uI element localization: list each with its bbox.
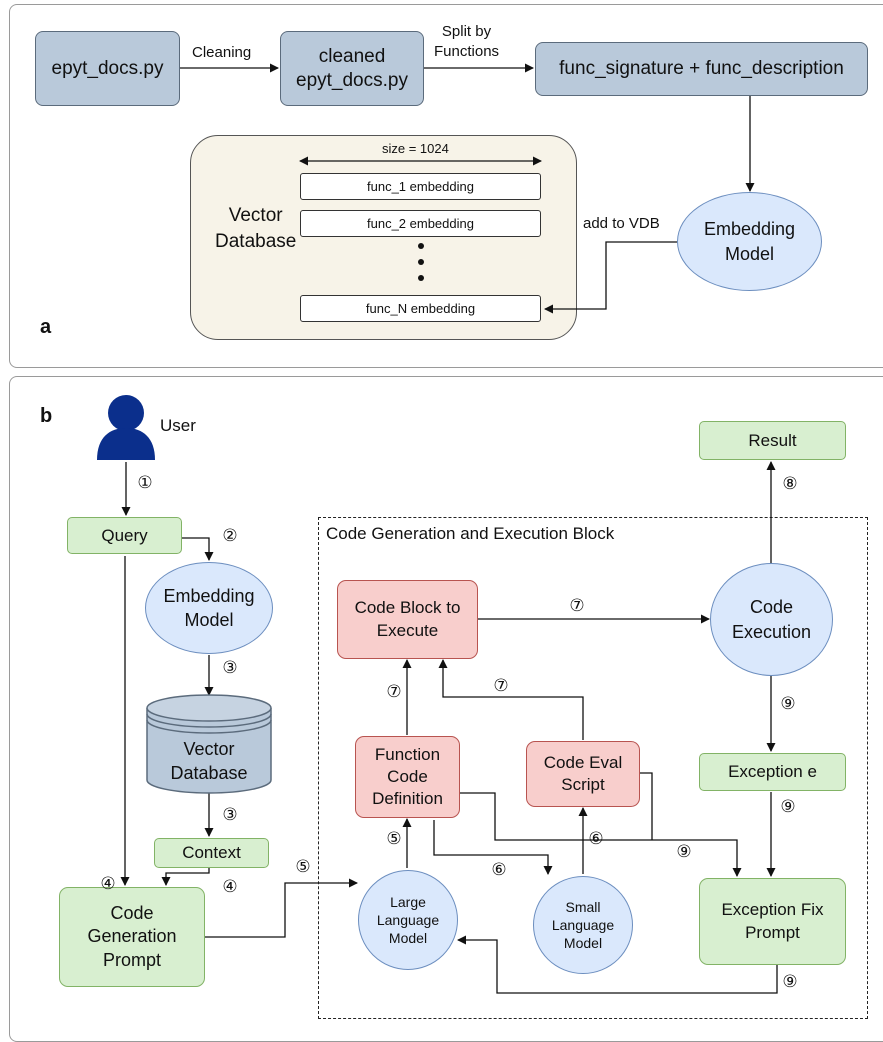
code-block-to-execute-box: Code Block to Execute xyxy=(337,580,478,659)
code-eval-script-label: Code Eval Script xyxy=(543,752,623,794)
split-by-functions-label: Split by Functions xyxy=(434,23,500,60)
panel-b-letter: b xyxy=(40,405,53,427)
step-6: ⑥ xyxy=(588,829,604,848)
arrow-fix-llm xyxy=(457,935,778,994)
code-eval-script-box: Code Eval Script xyxy=(526,741,640,807)
query-label: Query xyxy=(101,525,148,545)
user-icon xyxy=(97,395,155,460)
func-1-embedding: func_1 embedding xyxy=(300,173,541,200)
small-language-model: Small Language Model xyxy=(533,876,633,974)
panel-a-letter: a xyxy=(40,316,52,338)
code-block-to-execute-label: Code Block to Execute xyxy=(354,598,461,640)
embedding-model-a: Embedding Model xyxy=(677,192,822,291)
step-3: ③ xyxy=(222,805,238,824)
result-label: Result xyxy=(748,430,797,450)
large-language-model: Large Language Model xyxy=(358,870,458,970)
vector-database-label: Vector Database xyxy=(215,205,297,252)
step-9: ⑨ xyxy=(780,694,796,713)
add-to-vdb-label: add to VDB xyxy=(583,215,660,232)
exception-fix-prompt-label: Exception Fix Prompt xyxy=(721,900,824,942)
query-box: Query xyxy=(67,517,182,554)
function-code-definition-label: Function Code Definition xyxy=(372,744,443,809)
step-1: ① xyxy=(137,473,153,492)
step-9: ⑨ xyxy=(676,842,692,861)
arrow-funcdef-slm xyxy=(433,820,553,875)
code-generation-prompt-label: Code Generation Prompt xyxy=(87,902,177,970)
arrow-eval-codeblock xyxy=(438,659,584,740)
context-box: Context xyxy=(154,838,269,868)
code-generation-execution-block xyxy=(318,517,868,1019)
step-5: ⑤ xyxy=(295,857,311,876)
cleaned-epyt-docs-box: cleaned epyt_docs.py xyxy=(280,31,424,106)
func-n-embedding: func_N embedding xyxy=(300,295,541,322)
arrow-prompt-llm xyxy=(205,878,358,938)
ellipsis-dot xyxy=(418,243,424,249)
large-language-model-label: Large Language Model xyxy=(376,893,440,947)
embedding-model-a-label: Embedding Model xyxy=(703,219,796,264)
result-box: Result xyxy=(699,421,846,460)
step-4: ④ xyxy=(222,877,238,896)
exception-fix-prompt-box: Exception Fix Prompt xyxy=(699,878,846,965)
step-9: ⑨ xyxy=(780,797,796,816)
step-7: ⑦ xyxy=(569,596,585,615)
func-signature-box: func_signature + func_description xyxy=(535,42,868,96)
func-1-embedding-label: func_1 embedding xyxy=(367,179,474,194)
step-7: ⑦ xyxy=(493,676,509,695)
step-2: ② xyxy=(222,526,238,545)
block-title: Code Generation and Execution Block xyxy=(326,524,615,543)
step-9: ⑨ xyxy=(782,972,798,991)
code-generation-prompt-box: Code Generation Prompt xyxy=(59,887,205,987)
epyt-docs-label: epyt_docs.py xyxy=(51,57,164,79)
vector-database-b-label: Vector Database xyxy=(170,739,248,784)
arrow-add-to-vdb xyxy=(544,241,677,314)
func-signature-label: func_signature + func_description xyxy=(559,58,844,79)
func-n-embedding-label: func_N embedding xyxy=(365,301,476,316)
step-5: ⑤ xyxy=(386,829,402,848)
arrow-context-prompt xyxy=(161,868,210,886)
code-execution: Code Execution xyxy=(710,563,833,676)
code-execution-label: Code Execution xyxy=(731,597,812,642)
cleaning-label: Cleaning xyxy=(192,44,252,61)
cleaned-epyt-docs-label: cleaned epyt_docs.py xyxy=(296,45,408,91)
func-2-embedding: func_2 embedding xyxy=(300,210,541,237)
exception-label: Exception e xyxy=(728,762,817,781)
embedding-model-b: Embedding Model xyxy=(145,562,273,654)
arrow-funcdef-fix xyxy=(460,792,742,877)
func-2-embedding-label: func_2 embedding xyxy=(367,216,474,231)
step-4: ④ xyxy=(100,874,116,893)
function-code-definition-box: Function Code Definition xyxy=(355,736,460,818)
context-label: Context xyxy=(182,843,241,862)
embedding-model-b-label: Embedding Model xyxy=(163,585,255,630)
step-7: ⑦ xyxy=(386,682,402,701)
size-label: size = 1024 xyxy=(382,141,449,156)
ellipsis-dot xyxy=(418,275,424,281)
step-3: ③ xyxy=(222,658,238,677)
user-label: User xyxy=(160,416,196,435)
exception-box: Exception e xyxy=(699,753,846,791)
small-language-model-label: Small Language Model xyxy=(551,898,615,952)
vector-database-cylinder xyxy=(146,694,272,794)
step-6: ⑥ xyxy=(491,860,507,879)
arrow-query-embedding xyxy=(182,537,214,561)
arrow-eval-fix xyxy=(640,772,653,840)
epyt-docs-box: epyt_docs.py xyxy=(35,31,180,106)
ellipsis-dot xyxy=(418,259,424,265)
step-8: ⑧ xyxy=(782,474,798,493)
